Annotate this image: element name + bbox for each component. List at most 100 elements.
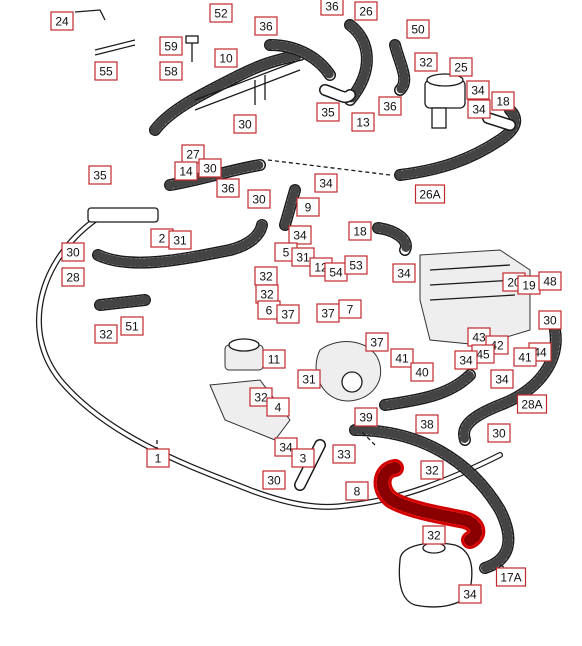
callout-box <box>291 448 315 468</box>
callout-label: 25 <box>449 57 473 77</box>
callout-box <box>262 470 286 490</box>
callout-box <box>276 304 300 324</box>
callout-label: 17A <box>495 567 527 587</box>
callout-label: 28A <box>516 394 548 414</box>
callout-box <box>458 584 482 604</box>
callout-label: 6 <box>257 300 281 320</box>
hose-9 <box>279 184 301 231</box>
callout-number: 32 <box>99 328 113 342</box>
callout-label: 48 <box>538 271 562 291</box>
callout-label: 19 <box>517 275 541 295</box>
callout-number: 28A <box>521 398 542 412</box>
callout-number: 30 <box>267 474 281 488</box>
callout-box <box>159 36 183 56</box>
callout-number: 33 <box>337 448 351 462</box>
callout-number: 28 <box>66 271 80 285</box>
callout-box <box>296 197 320 217</box>
callout-number: 3 <box>300 452 307 466</box>
callout-box <box>174 161 198 181</box>
callout-label: 34 <box>490 369 514 389</box>
callout-box <box>159 61 183 81</box>
callout-number: 32 <box>259 270 273 284</box>
callout-label: 32 <box>94 324 118 344</box>
callout-number: 34 <box>495 373 509 387</box>
callout-box <box>390 348 414 368</box>
callout-number: 30 <box>252 193 266 207</box>
callout-number: 40 <box>415 366 429 380</box>
callout-box <box>378 96 402 116</box>
hose-38 <box>379 369 476 411</box>
callout-label: 34 <box>466 80 490 100</box>
callout-box <box>490 369 514 389</box>
callout-number: 25 <box>454 61 468 75</box>
callout-number: 45 <box>476 348 490 362</box>
hose-26 <box>344 19 373 106</box>
callout-label: 34 <box>467 99 491 119</box>
callout-label: 36 <box>378 96 402 116</box>
callout-box <box>491 91 515 111</box>
callout-box <box>538 271 562 291</box>
callout-box <box>94 324 118 344</box>
pipe-28 <box>87 207 268 269</box>
callout-label: 34 <box>392 263 416 283</box>
callout-label: 36 <box>320 0 344 16</box>
callout-box <box>454 350 478 370</box>
callout-label: 34 <box>314 173 338 193</box>
callout-box <box>538 310 562 330</box>
callout-label: 36 <box>254 16 278 36</box>
callout-box <box>50 11 74 31</box>
callout-box <box>291 247 315 267</box>
callout-number: 43 <box>472 331 486 345</box>
callout-label: 4 <box>266 397 290 417</box>
callout-label: 30 <box>198 158 222 178</box>
callout-number: 32 <box>427 529 441 543</box>
callout-label: 18 <box>348 221 372 241</box>
callout-box <box>513 347 537 367</box>
callout-label: 34 <box>458 584 482 604</box>
callout-number: 17A <box>500 571 521 585</box>
callout-number: 41 <box>395 352 409 366</box>
callout-label: 32 <box>414 52 438 72</box>
callout-box <box>351 112 375 132</box>
callout-number: 27 <box>186 148 200 162</box>
callout-label: 54 <box>324 262 348 282</box>
callout-number: 53 <box>349 259 363 273</box>
callout-number: 34 <box>293 229 307 243</box>
callout-box <box>316 102 340 122</box>
callout-label: 10 <box>214 48 238 68</box>
callout-label: 30 <box>262 470 286 490</box>
callout-number: 31 <box>302 373 316 387</box>
callout-number: 18 <box>353 225 367 239</box>
callout-number: 37 <box>281 308 295 322</box>
callout-number: 9 <box>305 201 312 215</box>
callout-label: 31 <box>297 369 321 389</box>
callout-box <box>209 3 233 23</box>
callout-number: 36 <box>259 20 273 34</box>
callout-label: 37 <box>276 304 300 324</box>
callout-box <box>414 52 438 72</box>
callout-number: 6 <box>266 304 273 318</box>
callout-label: 35 <box>88 165 112 185</box>
hose-51 <box>94 294 151 311</box>
callout-number: 11 <box>268 353 281 367</box>
callout-label: 8 <box>345 481 369 501</box>
callout-box <box>288 225 312 245</box>
callout-label: 1 <box>146 448 170 468</box>
callout-box <box>297 369 321 389</box>
callout-label: 13 <box>351 112 375 132</box>
callout-number: 36 <box>383 100 397 114</box>
callout-number: 8 <box>354 485 361 499</box>
callout-number: 34 <box>471 84 485 98</box>
callout-number: 30 <box>203 162 217 176</box>
callout-box <box>344 255 368 275</box>
callout-number: 32 <box>419 56 433 70</box>
callout-label: 32 <box>422 525 446 545</box>
callout-label: 34 <box>454 350 478 370</box>
callout-label: 11 <box>262 349 286 369</box>
hose-50 <box>389 39 411 96</box>
callout-number: 4 <box>275 401 282 415</box>
hose-28A <box>458 324 562 446</box>
callout-box <box>410 362 434 382</box>
